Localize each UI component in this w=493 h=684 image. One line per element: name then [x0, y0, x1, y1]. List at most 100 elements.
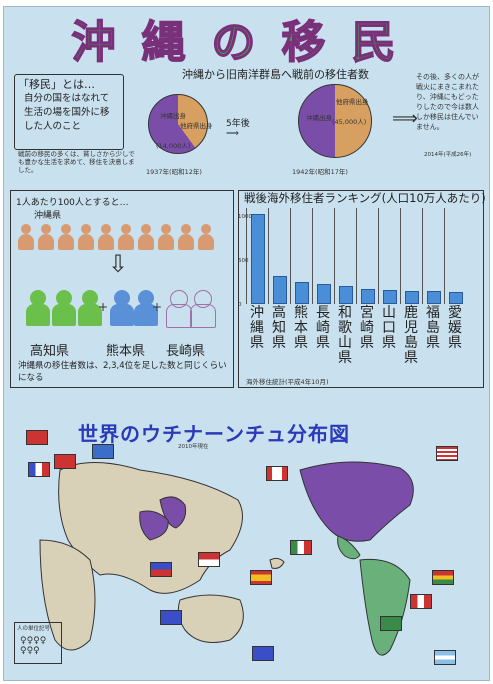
unit-legend-icons: ♀♀♀♀♀♀♀ — [20, 636, 47, 656]
person-icon-okinawa — [98, 224, 114, 250]
chart-column — [268, 208, 291, 304]
flag-mexico — [290, 540, 312, 555]
plus-icon-2: + — [152, 300, 163, 314]
chart-column — [246, 208, 269, 304]
chart-category-label: 和歌山県 — [338, 305, 352, 366]
definition-heading: 「移民」とは… — [18, 78, 95, 91]
chart-category-label: 山口県 — [382, 305, 396, 351]
five-years-arrow: 5年後⟹ — [226, 116, 250, 139]
person-icon-okinawa — [78, 224, 94, 250]
flag-usa — [436, 446, 458, 461]
chart-category-label: 長崎県 — [316, 305, 330, 351]
chart-column — [290, 208, 313, 304]
after-year: 2014年(平成26年) — [424, 152, 472, 158]
after-note: その後、多くの人が戦火にまきこまれたり、沖縄にもどったりしたので今は数人しか移民… — [416, 73, 479, 131]
person-icon-okinawa — [58, 224, 74, 250]
chart-bar — [317, 283, 331, 304]
chart-source-note: 海外移住統計(平成4年10月) — [246, 378, 329, 386]
people-panel-line1: 1人あたり100人とすると… — [16, 198, 129, 208]
poster-title: 沖縄の移民 — [71, 16, 422, 69]
pie-1942-okinawa-label: 沖縄出身 — [306, 114, 332, 122]
pie-1942-count: (45,000人) — [332, 118, 367, 126]
flag-france — [28, 462, 50, 477]
chart-category-label: 宮崎県 — [360, 305, 374, 351]
flag-spain — [250, 570, 272, 585]
chart-column — [356, 208, 379, 304]
person-icon-kochi — [78, 290, 102, 326]
map-region-hawaii — [269, 557, 285, 569]
chart-category-label: 熊本県 — [294, 305, 308, 351]
chart-title: 戦後海外移住者ランキング(人口10万人あたり) — [244, 191, 486, 205]
pie-1942-other-label: 他府県出身 — [336, 98, 369, 106]
person-icon-kumamoto — [110, 290, 134, 326]
flag-brazil — [380, 616, 402, 631]
plus-icon-1: + — [98, 300, 109, 314]
flag-norway — [54, 454, 76, 469]
person-icon-okinawa — [198, 224, 214, 250]
chart-bar — [449, 291, 463, 304]
chart-bar — [251, 214, 265, 304]
person-icon-nagasaki — [190, 290, 216, 328]
after-arrow-icon: ⟹ — [392, 108, 418, 129]
flag-argentina — [434, 650, 456, 665]
person-icon-kochi — [52, 290, 76, 326]
chart-bar — [427, 290, 441, 304]
flag-canada — [266, 466, 288, 481]
person-icon-okinawa — [158, 224, 174, 250]
chart-y-tick-label: 0 — [238, 302, 242, 308]
definition-small-note: 戦前の移民の多くは、貧しさから少しでも豊かな生活を求めて、移住を決意しました。 — [18, 150, 135, 174]
pie-1942-year: 1942年(昭和17年) — [292, 168, 348, 176]
chart-column — [422, 208, 445, 304]
flag-bolivia — [432, 570, 454, 585]
people-panel — [10, 190, 234, 388]
prefecture-label-kochi: 高知県 — [30, 344, 70, 359]
person-icon-okinawa — [178, 224, 194, 250]
arrow-label: 5年後 — [226, 119, 250, 129]
pie-1937-count: (14,000人) — [156, 142, 191, 150]
flag-singapore — [198, 552, 220, 567]
person-icon-nagasaki — [166, 290, 192, 328]
chart-bar — [383, 289, 397, 304]
flag-peru — [410, 594, 432, 609]
chart-bar — [361, 288, 375, 304]
chart-category-label: 福島県 — [426, 305, 440, 351]
unit-legend-box — [14, 622, 62, 664]
chart-bar — [339, 286, 353, 304]
chart-column — [400, 208, 423, 304]
definition-box — [14, 74, 124, 150]
down-arrow-icon: ⇩ — [108, 250, 129, 278]
map-year: 2010年現在 — [178, 444, 209, 450]
person-icon-okinawa — [38, 224, 54, 250]
chart-bar — [405, 290, 419, 304]
chart-column — [378, 208, 401, 304]
flag-sweden — [92, 444, 114, 459]
person-icon-kumamoto — [134, 290, 158, 326]
person-icon-okinawa — [118, 224, 134, 250]
map-region-central-america — [337, 535, 361, 560]
map-region-southeast-asia — [139, 510, 169, 541]
pie-chart-1937 — [148, 94, 208, 154]
flag-australia — [160, 610, 182, 625]
person-icon-okinawa — [138, 224, 154, 250]
person-icon-okinawa — [18, 224, 34, 250]
people-panel-footer: 沖縄県の移住者数は、2,3,4位を足した数と同じくらいになる — [18, 361, 227, 383]
chart-column — [444, 208, 467, 304]
pie-section-subtitle: 沖縄から旧南洋群島へ戦前の移住者数 — [182, 68, 369, 81]
prefecture-label-kumamoto: 熊本県 — [106, 344, 146, 359]
chart-bar — [295, 281, 309, 304]
chart-category-label: 鹿児島県 — [404, 305, 418, 366]
flag-new-zealand — [252, 646, 274, 661]
person-icon-kochi — [26, 290, 50, 326]
pie-chart-1942 — [298, 84, 372, 158]
chart-bar — [273, 275, 287, 304]
definition-text: 自分の国をはなれて生活の場を国外に移した人のこと — [24, 93, 110, 132]
prefecture-label-nagasaki: 長崎県 — [166, 344, 206, 359]
people-panel-line2: 沖縄県 — [34, 211, 62, 221]
map-continent-south-america — [359, 558, 411, 656]
pie-1937-year: 1937年(昭和12年) — [146, 168, 202, 176]
pie-1937-okinawa-label: 沖縄出身 — [160, 112, 186, 120]
chart-y-tick-label: 1000 — [238, 214, 252, 221]
chart-column — [334, 208, 357, 304]
unit-legend-title: 人の単位記号 — [17, 626, 51, 632]
